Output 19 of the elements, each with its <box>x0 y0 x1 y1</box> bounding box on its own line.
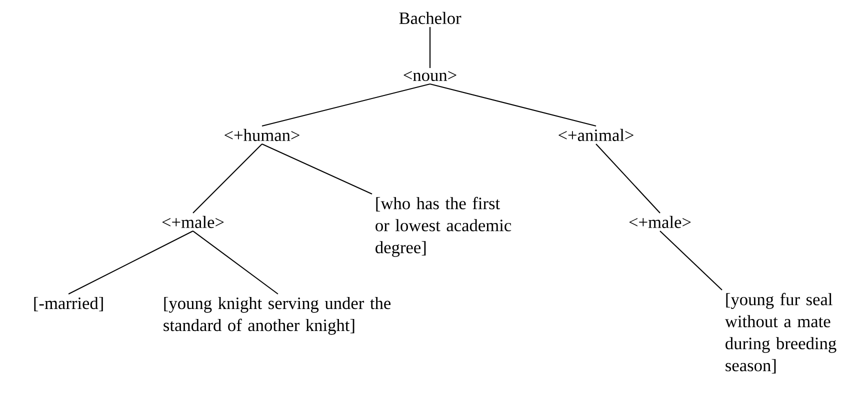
tree-node-label: <noun> <box>404 70 456 82</box>
tree-branch <box>596 144 660 214</box>
tree-node-label: <+male> <box>629 216 691 228</box>
tree-branch <box>262 83 430 126</box>
tree-node-label: [young knight serving under the standard of another knight] <box>164 296 391 335</box>
tree-node-label: [young fur seal without a mate during breeding season] <box>724 292 836 374</box>
tree-node-label: <+male> <box>162 216 224 228</box>
tree-node-label: <+animal> <box>558 128 634 142</box>
tree-branch <box>430 83 596 126</box>
tree-branch <box>429 27 431 68</box>
tree-branch <box>68 230 194 294</box>
tree-branch <box>660 230 722 290</box>
tree-branch <box>262 144 372 194</box>
tree-branch <box>192 230 278 294</box>
tree-node-label: Bachelor <box>399 12 462 24</box>
tree-node-label: [who has the first or lowest academic degree] <box>376 196 512 257</box>
tree-node-label: [-married] <box>34 296 103 312</box>
tree-branch <box>192 144 262 214</box>
tree-node-label: <+human> <box>224 128 300 142</box>
